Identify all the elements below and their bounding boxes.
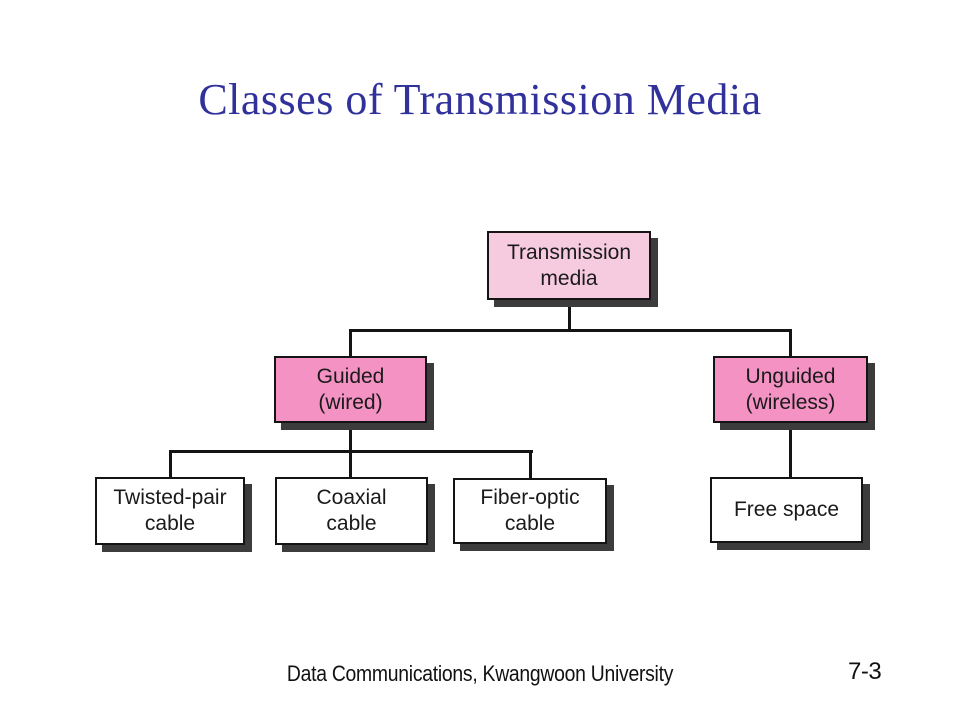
- connector-guided-stem: [349, 329, 352, 357]
- node-unguided-wireless: Unguided (wireless): [713, 356, 868, 423]
- node-free-space: Free space: [710, 477, 863, 543]
- connector-guided-children-stem: [349, 421, 352, 478]
- footer-course-label: Data Communications, Kwangwoon Universit…: [286, 661, 674, 686]
- node-transmission-media: Transmission media: [487, 231, 651, 300]
- connector-unguided-stem: [789, 329, 792, 357]
- node-twisted-pair-cable-label: Twisted-pair cable: [113, 486, 227, 535]
- page-number: 7-3: [848, 658, 882, 685]
- slide-title: Classes of Transmission Media: [198, 75, 762, 124]
- connector-level3-horizontal: [169, 450, 533, 453]
- node-guided-wired: Guided (wired): [274, 356, 427, 423]
- connector-fiber-optic-stem: [529, 450, 532, 479]
- connector-level2-horizontal: [349, 329, 792, 332]
- connector-twisted-pair-stem: [169, 450, 172, 478]
- node-fiber-optic-cable-label: Fiber-optic cable: [480, 486, 580, 535]
- node-fiber-optic-cable: Fiber-optic cable: [453, 478, 607, 544]
- node-coaxial-cable: Coaxial cable: [275, 477, 428, 545]
- connector-free-space-stem: [789, 421, 792, 478]
- node-transmission-media-label: Transmission media: [506, 240, 632, 290]
- node-unguided-wireless-label: Unguided (wireless): [745, 364, 836, 414]
- node-twisted-pair-cable: Twisted-pair cable: [95, 477, 245, 545]
- node-guided-wired-label: Guided (wired): [316, 364, 385, 414]
- node-free-space-label: Free space: [733, 498, 840, 521]
- connector-root-stem: [568, 299, 571, 332]
- node-coaxial-cable-label: Coaxial cable: [316, 486, 387, 535]
